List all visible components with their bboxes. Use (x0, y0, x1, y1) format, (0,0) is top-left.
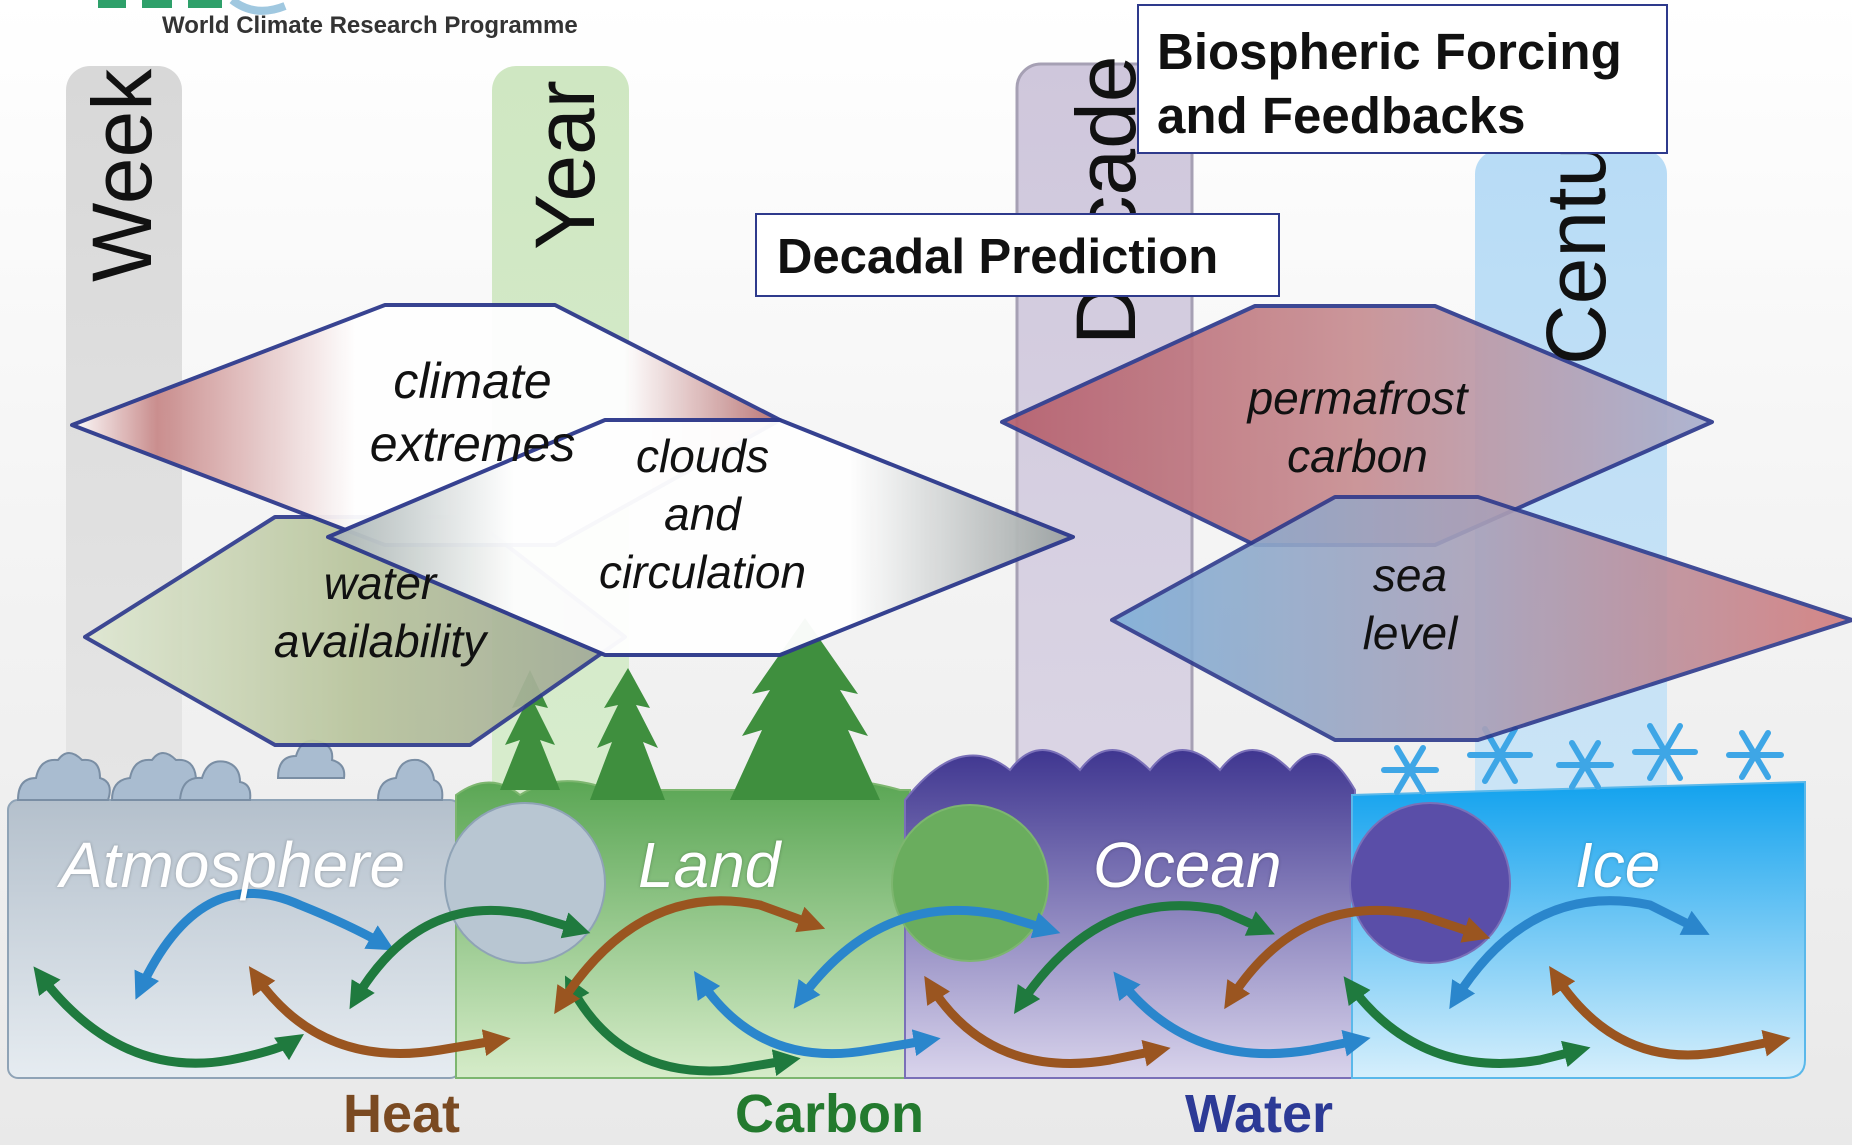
ocean-ice-connector (1349, 802, 1511, 964)
hexagon-shapes (70, 303, 1852, 747)
timescale-bar-week (66, 66, 182, 946)
tree-icons (500, 618, 880, 800)
water-availability-label: water availability (273, 557, 487, 667)
timescale-label-decade: Decade (1059, 55, 1153, 345)
atmosphere-label: Atmosphere (60, 829, 406, 901)
clouds-circulation-label: clouds and circulation (598, 430, 807, 598)
wcrp-logo (98, 0, 287, 15)
exchange-arrows (33, 888, 1791, 1076)
biospheric-label-line2: and Feedbacks (1157, 86, 1526, 144)
climate-extremes-label: climate extremes (369, 353, 576, 472)
sea-level-label: sea level (1362, 549, 1458, 659)
ocean-label: Ocean (1093, 829, 1282, 901)
atm-land-connector (444, 802, 606, 964)
heat-label: Heat (343, 1084, 461, 1144)
water-label: Water (1185, 1084, 1334, 1144)
hex-clouds-circulation (326, 418, 1075, 657)
org-name: World Climate Research Programme (162, 12, 578, 39)
decadal-prediction-label: Decadal Prediction (777, 230, 1219, 284)
timescale-label-week: Week (75, 68, 169, 282)
ice-label: Ice (1575, 829, 1661, 901)
snowflake-icons (1381, 723, 1784, 795)
land-ocean-connector (891, 804, 1049, 962)
permafrost-carbon-label: permafrost carbon (1247, 372, 1468, 482)
biospheric-forcing-box: Biospheric Forcing and Feedbacks (1137, 4, 1668, 154)
decadal-prediction-box: Decadal Prediction (755, 213, 1280, 297)
hex-sea-level (1110, 495, 1852, 742)
carbon-label: Carbon (735, 1084, 924, 1144)
timescale-label-year: Year (518, 80, 612, 250)
biospheric-label-line1: Biospheric Forcing (1157, 23, 1622, 80)
land-label: Land (638, 829, 781, 901)
